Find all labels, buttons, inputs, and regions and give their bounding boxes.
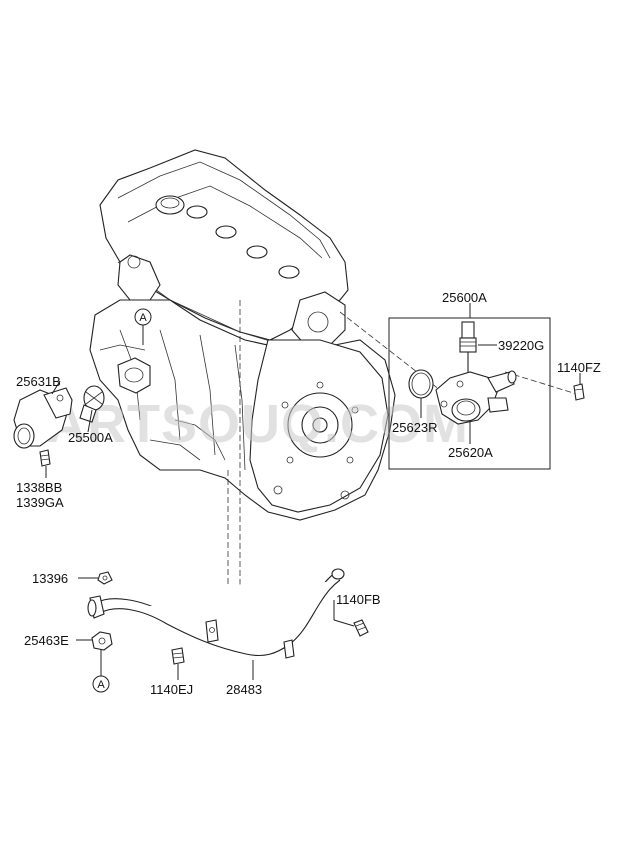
callout-a-engine: A [134,308,152,345]
label-28483: 28483 [226,682,262,697]
label-25600A: 25600A [442,290,487,305]
label-1140FZ: 1140FZ [557,360,601,375]
bolt-1338BB [39,449,51,467]
callout-a-engine-letter: A [139,312,147,324]
label-1339GA: 1339GA [16,495,64,510]
water-pipe [87,568,345,659]
callout-a-pipe: A [92,650,110,693]
label-25631B: 25631B [16,374,61,389]
label-25500A: 25500A [68,430,113,445]
label-13396: 13396 [32,571,68,586]
flange-gasket [91,631,113,651]
label-39220G: 39220G [498,338,544,353]
dashed-line-outlet [339,311,441,391]
gasket-ring [408,369,434,399]
callout-a-pipe-letter: A [97,679,105,691]
label-1338BB: 1338BB [16,480,62,495]
thermostat [79,385,105,423]
engine-block [89,149,396,521]
temperature-sensor [459,321,477,378]
bolt-1140EJ [171,647,185,665]
label-1140FB: 1140FB [336,592,381,607]
nut-13396 [97,571,113,585]
label-25463E: 25463E [24,633,69,648]
label-25623R: 25623R [392,420,438,435]
water-inlet-fitting [13,387,73,449]
bolt-1140FZ [573,383,585,401]
dashed-line-bolt [504,371,581,396]
label-1140EJ: 1140EJ [150,682,193,697]
label-25620A: 25620A [448,445,493,460]
water-outlet-housing [435,370,517,425]
bolt-1140FB [353,619,369,637]
